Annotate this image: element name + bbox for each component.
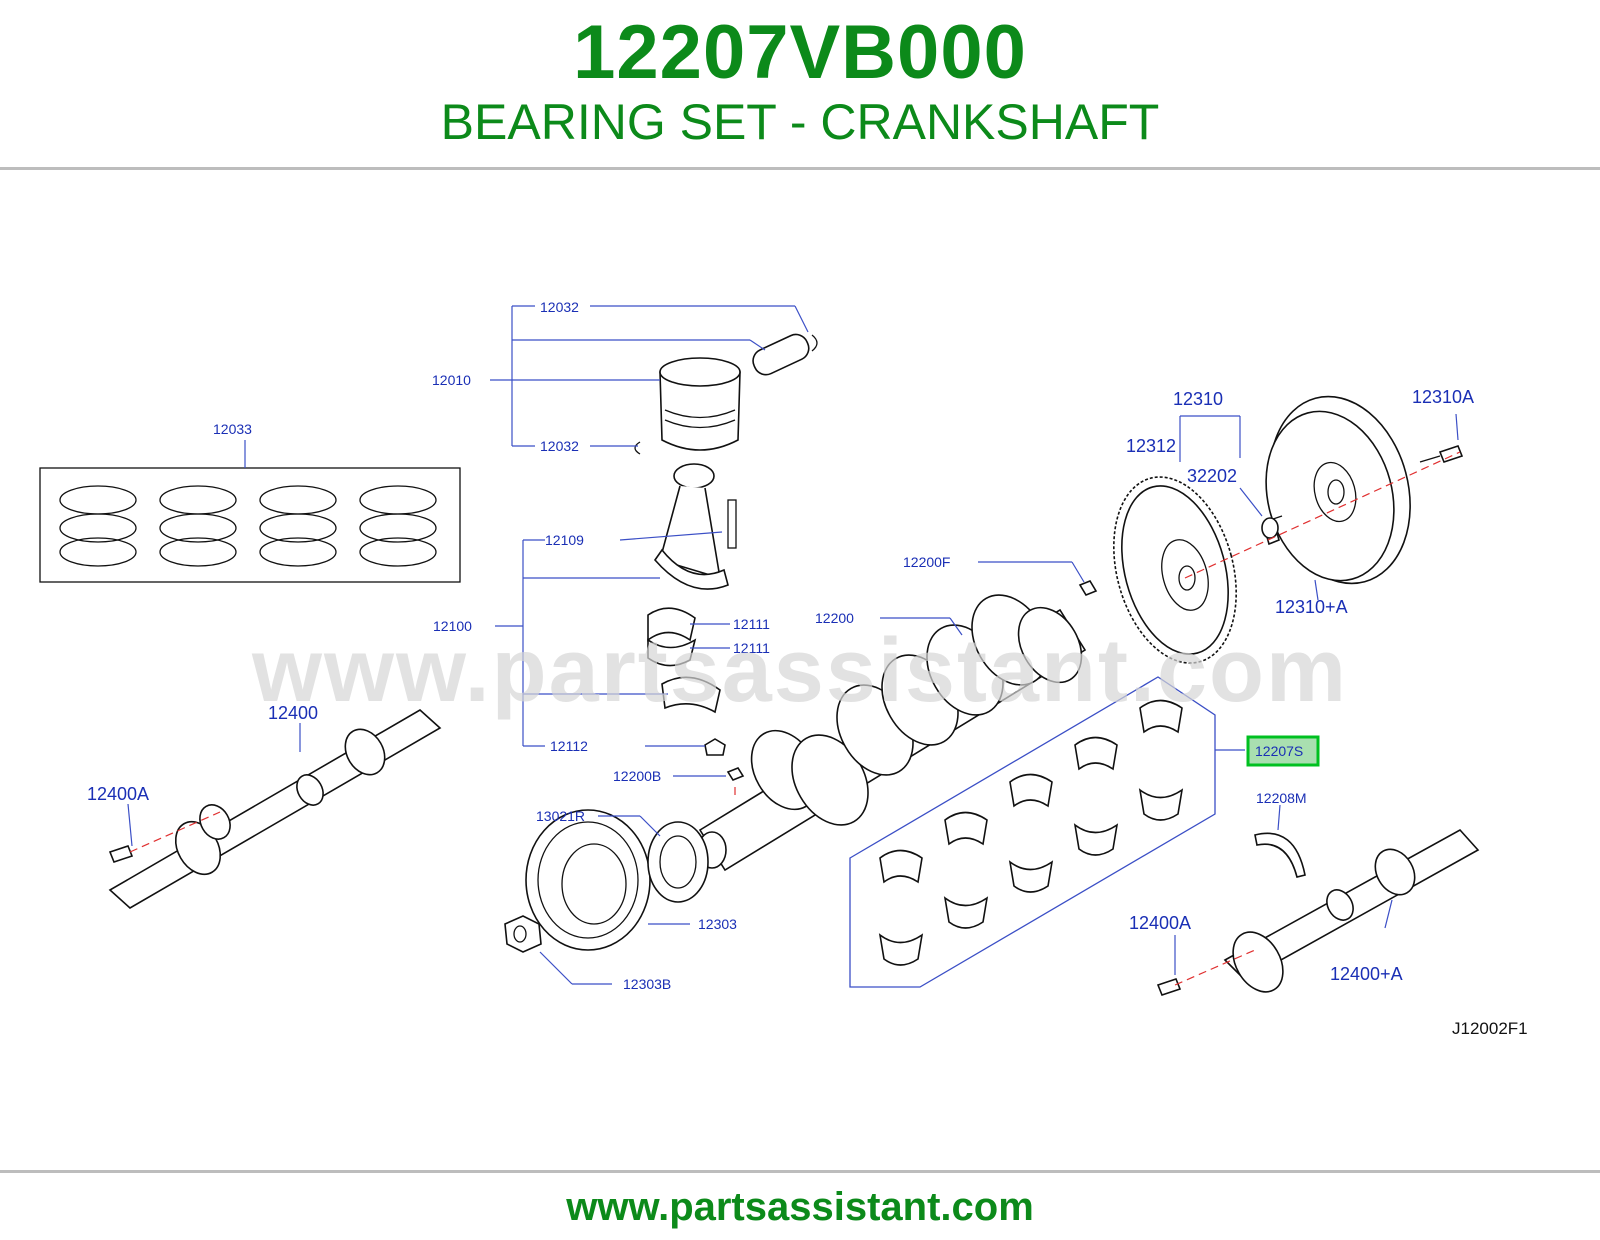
label-32202[interactable]: 32202 (1187, 466, 1237, 486)
footer-website-link[interactable]: www.partsassistant.com (566, 1185, 1034, 1229)
balance-left-leaders (127, 723, 301, 847)
label-12033[interactable]: 12033 (213, 421, 252, 437)
pulley-leaders (539, 815, 690, 985)
header: 12207VB000 BEARING SET - CRANKSHAFT (0, 0, 1600, 170)
label-12312[interactable]: 12312 (1126, 436, 1176, 456)
label-12032-bottom[interactable]: 12032 (540, 438, 579, 454)
piston-assembly[interactable] (634, 331, 818, 455)
balance-right-leaders (1174, 899, 1393, 975)
parts-diagram: 12032 12010 12032 12033 12109 12100 1211… (0, 172, 1600, 1167)
label-12310A[interactable]: 12310A (1412, 387, 1474, 407)
balance-shaft-left[interactable] (108, 709, 442, 909)
rod-leaders (495, 531, 730, 747)
label-12400-plus-A[interactable]: 12400+A (1330, 964, 1403, 984)
label-12010[interactable]: 12010 (432, 372, 471, 388)
label-12310[interactable]: 12310 (1173, 389, 1223, 409)
footer-divider (0, 1170, 1600, 1173)
part-number-title: 12207VB000 (573, 10, 1027, 95)
label-12208M[interactable]: 12208M (1256, 790, 1307, 806)
label-12100[interactable]: 12100 (433, 618, 472, 634)
label-12207S[interactable]: 12207S (1255, 743, 1303, 759)
flywheel[interactable] (1248, 381, 1464, 600)
bearing-set-group[interactable] (849, 676, 1245, 988)
flywheel-axis-line (1184, 451, 1461, 579)
part-description: BEARING SET - CRANKSHAFT (440, 94, 1160, 150)
label-12303B[interactable]: 12303B (623, 976, 671, 992)
label-12032-top[interactable]: 12032 (540, 299, 579, 315)
label-12400[interactable]: 12400 (268, 703, 318, 723)
crank-pulley[interactable] (504, 809, 709, 953)
balance-shaft-right[interactable] (1156, 828, 1480, 1001)
balance-shaft-right-axis (1174, 949, 1256, 986)
label-12303[interactable]: 12303 (698, 916, 737, 932)
piston-ring-set[interactable] (39, 440, 461, 583)
label-12200[interactable]: 12200 (815, 610, 854, 626)
label-13021R[interactable]: 13021R (536, 808, 585, 824)
drive-plate[interactable] (1094, 463, 1255, 677)
crank-leaders (673, 561, 1085, 795)
label-12112[interactable]: 12112 (550, 738, 588, 754)
piston-leaders (490, 305, 809, 447)
label-12111-b[interactable]: 12111 (733, 640, 770, 656)
exploded-view-svg: 12032 12010 12032 12033 12109 12100 1211… (39, 299, 1528, 1038)
bearing-set-highlight-box[interactable] (1246, 735, 1320, 767)
balance-shaft-left-axis (129, 811, 221, 853)
label-12200B[interactable]: 12200B (613, 768, 661, 784)
diagram-code: J12002F1 (1452, 1019, 1528, 1038)
watermark-text: www.partsassistant.com (251, 621, 1348, 721)
label-12310-plus-A[interactable]: 12310+A (1275, 597, 1348, 617)
label-12111-a[interactable]: 12111 (733, 616, 770, 632)
label-12109[interactable]: 12109 (545, 532, 584, 548)
flywheel-leaders (1179, 413, 1459, 601)
label-12200F[interactable]: 12200F (903, 554, 950, 570)
thrust-washer[interactable] (1254, 804, 1306, 878)
label-12400A-left[interactable]: 12400A (87, 784, 149, 804)
header-divider (0, 167, 1600, 170)
label-12400A-right[interactable]: 12400A (1129, 913, 1191, 933)
crankshaft[interactable] (697, 580, 1098, 872)
